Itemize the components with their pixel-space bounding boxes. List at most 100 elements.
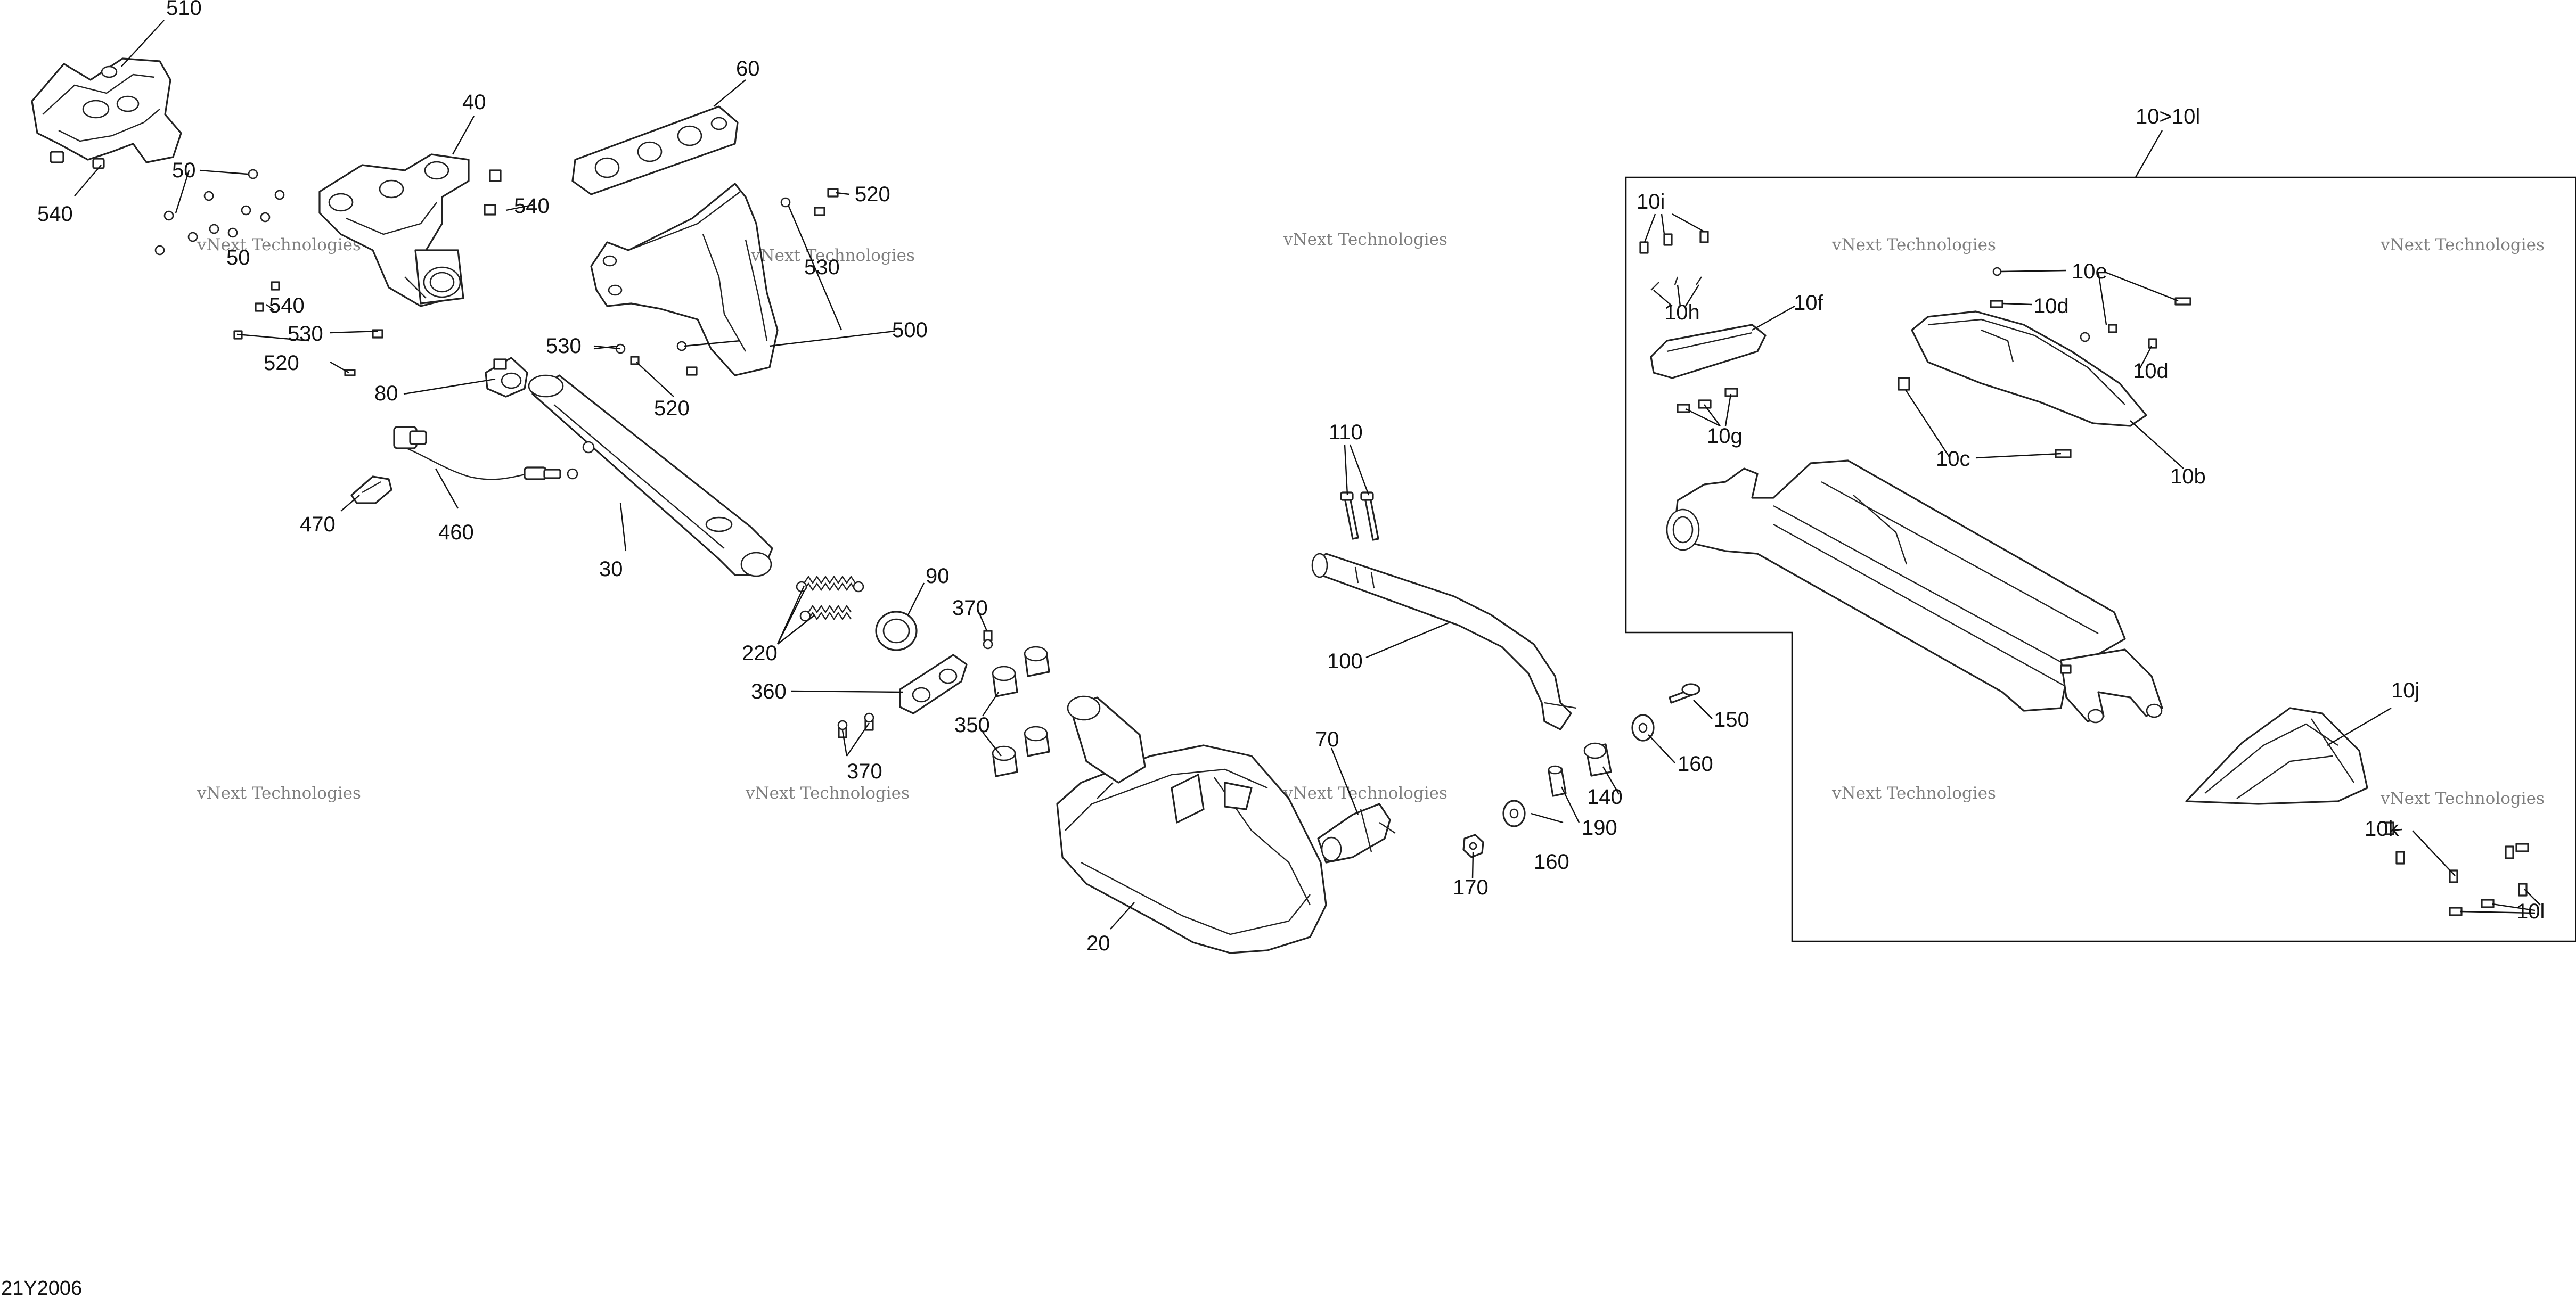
callout-60: 60	[736, 57, 760, 80]
rear-pipe-100	[1311, 553, 1577, 730]
assembly-frame-10	[1625, 176, 2576, 942]
callout-100: 100	[1327, 650, 1363, 673]
callout-190: 190	[1582, 816, 1617, 840]
callout-labels: 510 40 60 50 50 540 540 540 520 520 520 …	[37, 0, 2545, 955]
callout-540-a: 540	[37, 202, 73, 226]
callout-150: 150	[1714, 708, 1749, 732]
sensor-80	[485, 357, 528, 398]
watermark-text: vNext Technologies	[745, 784, 910, 803]
callout-530-b: 530	[288, 322, 323, 346]
callout-10e: 10e	[2072, 260, 2107, 283]
drawing-code: 21Y2006	[1, 1277, 82, 1298]
callout-520-c: 520	[654, 397, 690, 420]
callout-540-c: 540	[269, 294, 305, 317]
fasteners-10g	[1677, 388, 1738, 413]
washer-160-lower	[1502, 800, 1526, 827]
watermark-text: vNext Technologies	[1831, 784, 1996, 803]
callout-80: 80	[374, 382, 398, 405]
callout-530-c: 530	[546, 334, 582, 358]
callout-20: 20	[1086, 932, 1110, 955]
watermark-text: vNext Technologies	[197, 235, 361, 254]
screw-370-upper	[983, 630, 993, 650]
end-cap-10j	[2185, 707, 2368, 805]
callout-70: 70	[1315, 728, 1339, 751]
callout-500: 500	[892, 318, 928, 342]
plate-360	[899, 654, 968, 714]
watermark-text: vNext Technologies	[750, 246, 915, 265]
callout-520-b: 520	[264, 351, 299, 375]
ring-90	[875, 611, 918, 651]
cover-10b	[1911, 310, 2147, 427]
sensor-clip-470	[350, 475, 392, 504]
callout-10i: 10i	[1637, 190, 1665, 213]
callout-10f: 10f	[1794, 291, 1823, 315]
watermark-text: vNext Technologies	[2380, 789, 2545, 808]
leader-lines	[74, 20, 2541, 930]
front-pipe-30	[528, 374, 773, 577]
callout-10c: 10c	[1936, 447, 1970, 471]
washer-160-upper	[1631, 714, 1655, 742]
callout-370-a: 370	[952, 596, 988, 620]
callout-370-b: 370	[847, 760, 882, 783]
callout-10l: 10l	[2516, 900, 2545, 923]
bolts-110	[1340, 491, 1379, 541]
callout-350: 350	[954, 713, 990, 737]
callout-520-a: 520	[855, 183, 890, 206]
shield-10f	[1650, 324, 1767, 379]
callout-160-a: 160	[1678, 752, 1713, 776]
grommets-350	[992, 646, 1050, 777]
callout-10j: 10j	[2391, 679, 2419, 702]
callout-10g: 10g	[1707, 424, 1743, 448]
silencer-10a	[1666, 459, 2163, 724]
callout-220: 220	[742, 642, 778, 665]
heat-shield-510	[31, 57, 182, 169]
nut-170	[1462, 834, 1484, 858]
callout-170: 170	[1453, 876, 1489, 899]
callout-10b: 10b	[2170, 465, 2206, 488]
watermark-text: vNext Technologies	[2380, 235, 2545, 254]
fasteners-10e-10d	[1990, 267, 2191, 349]
bolt-150	[1669, 683, 1700, 704]
callout-510: 510	[166, 0, 202, 20]
gasket-60	[571, 105, 739, 195]
callout-530-a: 530	[804, 256, 840, 279]
callout-140: 140	[1587, 785, 1623, 809]
callout-470: 470	[300, 513, 336, 536]
callout-90: 90	[926, 564, 950, 588]
fasteners-top-left	[154, 169, 839, 376]
watermark-text: vNext Technologies	[1831, 235, 1996, 254]
fasteners-10k-10l	[2385, 821, 2529, 916]
bushing-140	[1583, 742, 1612, 777]
callout-540-b: 540	[514, 194, 550, 218]
callout-50-b: 50	[226, 246, 250, 269]
callout-10k: 10k	[2365, 817, 2399, 841]
springs-220	[796, 575, 864, 622]
callout-10d-a: 10d	[2033, 294, 2069, 318]
callout-360: 360	[751, 680, 787, 703]
bolts-10i	[1639, 231, 1709, 254]
watermark-text: vNext Technologies	[1283, 784, 1448, 803]
callout-50-a: 50	[172, 159, 196, 182]
spacer-190	[1548, 765, 1567, 797]
callout-110: 110	[1329, 421, 1363, 444]
watermark-text: vNext Technologies	[1283, 230, 1448, 249]
callout-460: 460	[438, 521, 474, 544]
clips-10h	[1650, 276, 1702, 291]
muffler-20	[1056, 695, 1327, 954]
callout-30: 30	[599, 557, 623, 581]
exhaust-manifold-40	[318, 153, 470, 307]
callout-10h: 10h	[1664, 301, 1700, 324]
callout-10-10l: 10>10l	[2136, 105, 2200, 128]
